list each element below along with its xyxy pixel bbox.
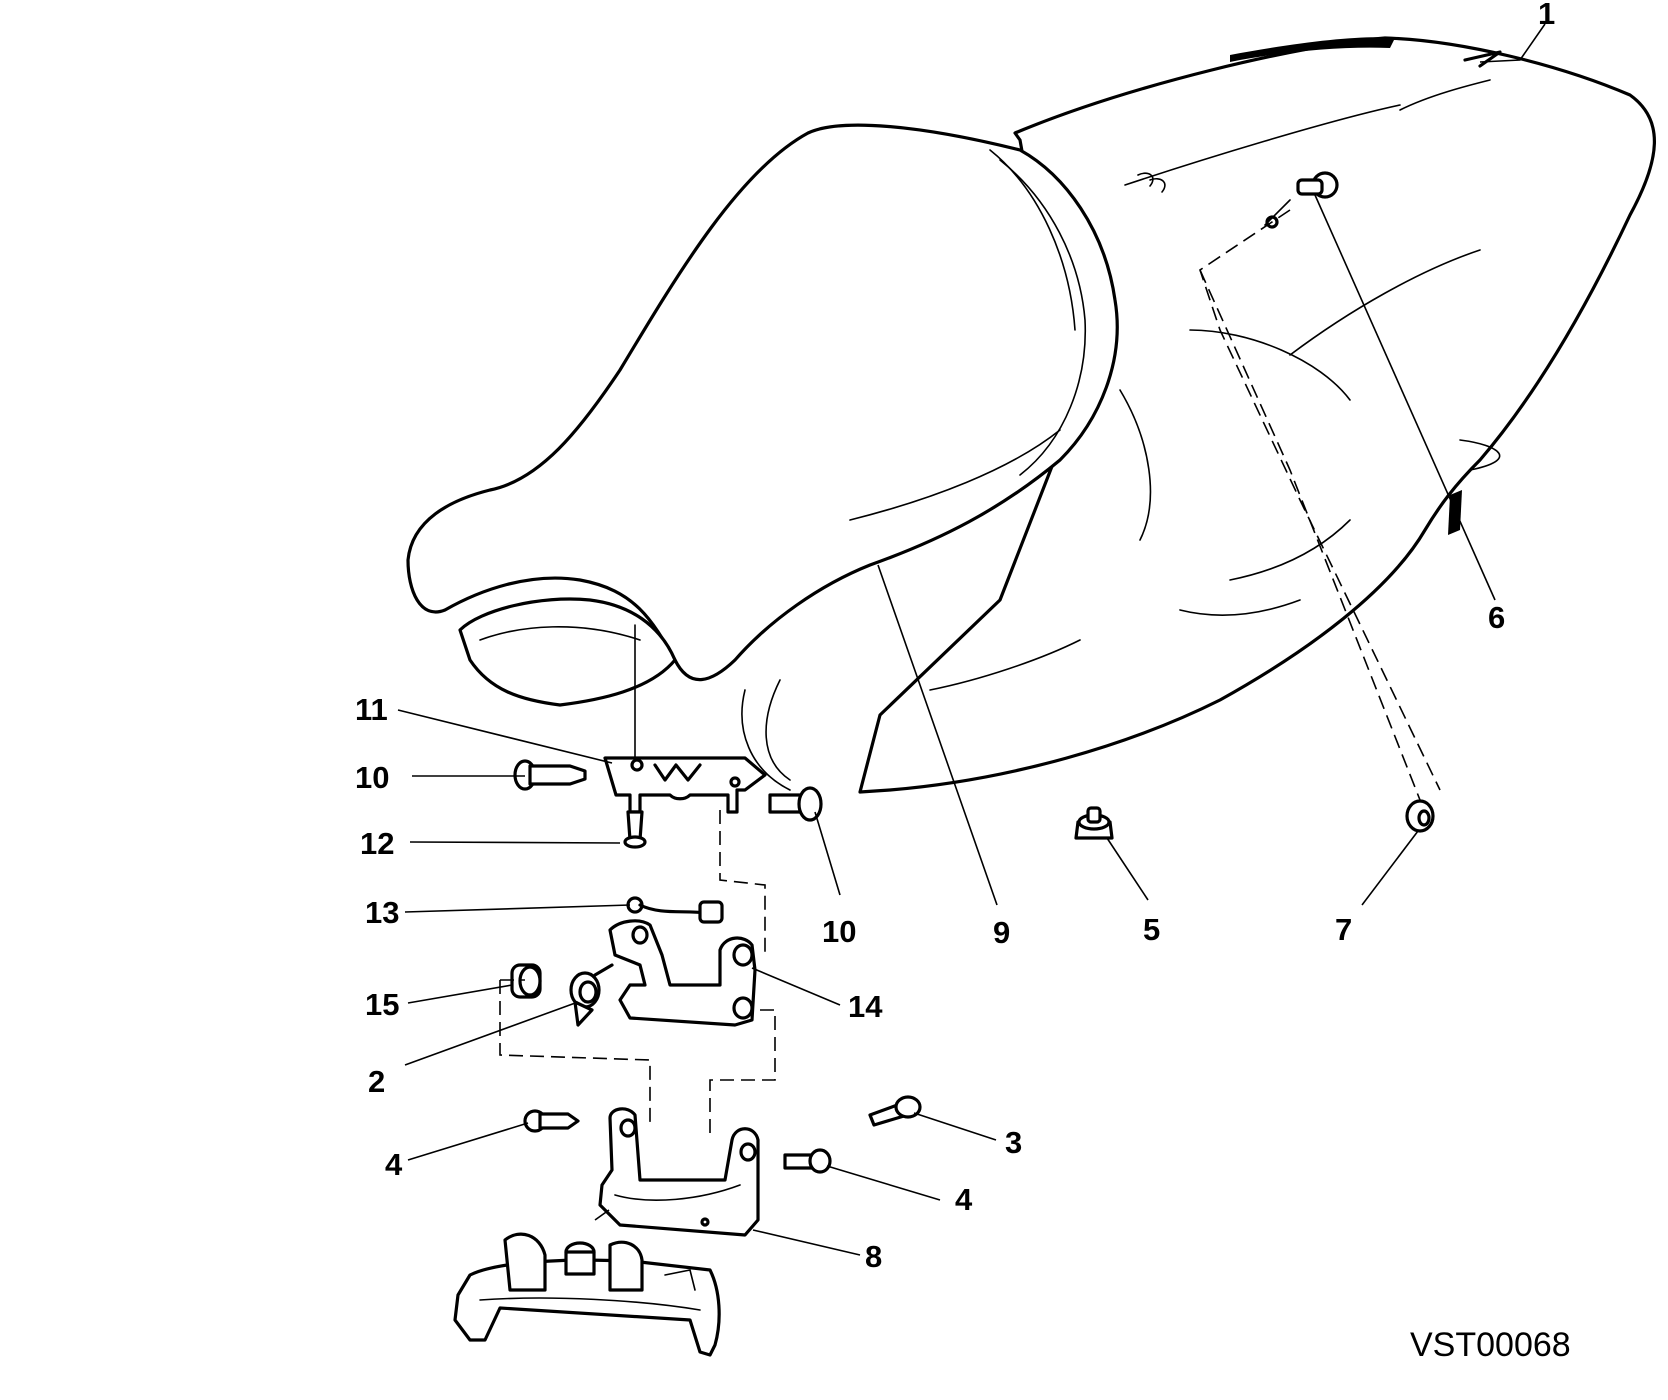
- seat-contour-line: [929, 639, 1081, 691]
- bolt-4-right: [783, 1148, 832, 1174]
- seat-contour-line: [1229, 519, 1351, 581]
- lock-bracket-14: [608, 919, 757, 1027]
- callout-10-left: 10: [355, 760, 389, 795]
- callout-10-right: 10: [822, 914, 856, 949]
- leader-6: [1314, 194, 1496, 601]
- callout-3: 3: [1005, 1125, 1022, 1160]
- leader-15: [407, 984, 513, 1004]
- lock-bracket-hole: [631, 925, 649, 945]
- seat-bracket: [603, 756, 767, 814]
- callout-4-left: 4: [385, 1147, 403, 1182]
- bolt-4-left: [523, 1109, 580, 1133]
- bolt-10-left: [513, 759, 587, 791]
- leader-8: [752, 1229, 861, 1256]
- leader-10-right: [814, 811, 841, 896]
- seat-contour-line: [849, 429, 1061, 521]
- drawing-code: VST00068: [1410, 1326, 1571, 1364]
- callout-14: 14: [848, 989, 883, 1024]
- callout-11: 11: [355, 692, 388, 727]
- leader-lines: [397, 23, 1546, 1256]
- seat-hook: [1149, 177, 1166, 193]
- leader-12: [409, 841, 621, 844]
- callout-13: 13: [365, 895, 399, 930]
- seat-contour-line: [1189, 329, 1351, 401]
- seat-contour-line: [1459, 439, 1501, 471]
- seat-hook: [1137, 172, 1154, 187]
- bracket-hole: [630, 758, 644, 772]
- callout-4-right: 4: [955, 1182, 973, 1217]
- callout-7: 7: [1335, 912, 1352, 947]
- leader-5: [1106, 837, 1149, 901]
- bushing-15: [510, 963, 542, 999]
- seat-assembly: [406, 36, 1656, 794]
- seat-underside: [458, 597, 677, 707]
- grommet-5: [1074, 806, 1114, 840]
- washer-7: [1405, 799, 1435, 833]
- lower-bracket-edge: [614, 1184, 741, 1201]
- leader-9: [877, 564, 998, 906]
- lower-bracket-hole: [739, 1142, 757, 1162]
- leader-4-left: [407, 1122, 529, 1161]
- leader-14: [751, 967, 841, 1006]
- callout-2: 2: [368, 1064, 385, 1099]
- bracket-hole: [729, 776, 741, 788]
- seat-contour-line: [741, 689, 791, 791]
- leader-3: [913, 1112, 997, 1141]
- seat-contour-line: [765, 679, 791, 781]
- frame-mount-tab: [503, 1232, 547, 1292]
- leader-7: [1361, 830, 1419, 906]
- lock-bracket-hole: [732, 996, 754, 1020]
- seat-contour-line: [1399, 79, 1491, 111]
- seat-contour-line: [989, 149, 1076, 331]
- assembly-lines: [499, 209, 1441, 1140]
- frame-mount-boss: [564, 1250, 596, 1276]
- leader-4-right: [826, 1165, 941, 1201]
- lower-bracket-hole: [619, 1118, 637, 1138]
- leader-2: [404, 1001, 579, 1066]
- callout-15: 15: [365, 987, 399, 1022]
- leader-11: [397, 709, 613, 764]
- lower-bracket-8: [598, 1107, 760, 1237]
- frame-mount-edge: [664, 1269, 696, 1291]
- callout-12: 12: [360, 826, 394, 861]
- bolt-10-right: [768, 786, 823, 822]
- bolt-3: [868, 1095, 922, 1127]
- leader-1: [1479, 23, 1546, 63]
- seat-contour-line: [1124, 104, 1401, 186]
- seat-side-mark: [1448, 490, 1462, 535]
- callout-6: 6: [1488, 600, 1505, 635]
- frame-mount-edge: [479, 1297, 701, 1311]
- screw-12: [623, 810, 647, 849]
- seat-stripe: [1230, 37, 1395, 62]
- cable-13: [626, 896, 724, 924]
- callout-8: 8: [865, 1239, 882, 1274]
- seat-contour-line: [1289, 249, 1481, 356]
- leader-13: [404, 904, 631, 913]
- callout-5: 5: [1143, 912, 1160, 947]
- callout-labels: 1 6 11 10 12 13 10 9 5 7 15 14 2 3 4 4 8: [355, 0, 1555, 1274]
- callout-9: 9: [993, 915, 1010, 950]
- seat-contour-line: [999, 159, 1087, 476]
- lock-bracket-hole: [732, 943, 754, 967]
- seat-contour-line: [1179, 599, 1301, 616]
- seat-underside-line: [479, 626, 641, 641]
- seat-contour-line: [1119, 389, 1152, 541]
- leader-8-inner: [594, 1209, 610, 1221]
- lower-bracket-hole: [700, 1217, 710, 1227]
- frame-mount-tab: [608, 1240, 644, 1292]
- bracket-zigzag: [653, 763, 702, 782]
- spring-2: [569, 963, 614, 1027]
- callout-1: 1: [1538, 0, 1555, 31]
